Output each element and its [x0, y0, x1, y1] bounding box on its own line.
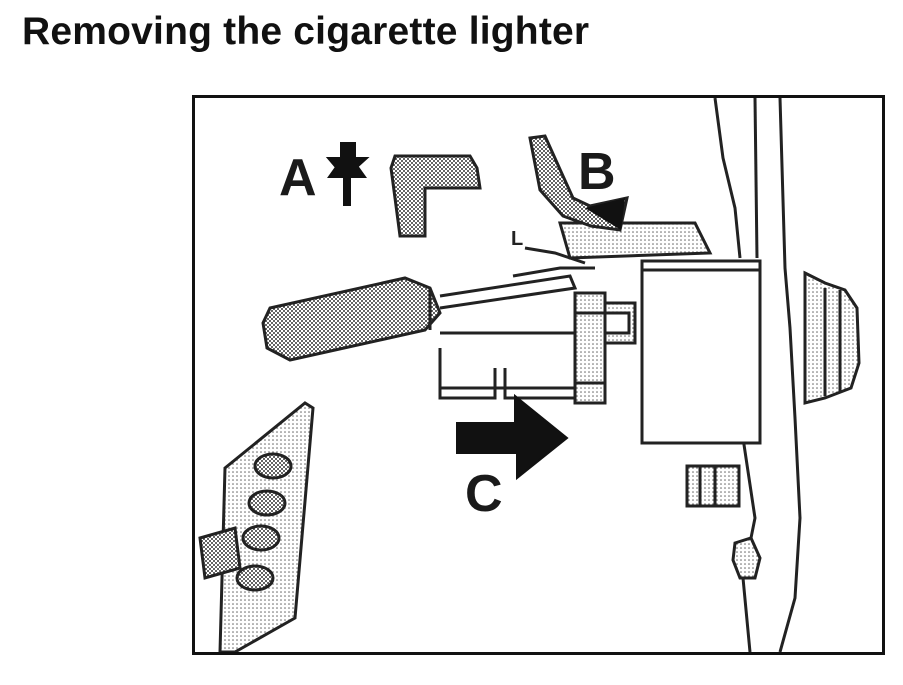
- callout-a: A: [279, 149, 317, 207]
- illustration-drawing: [198, 98, 861, 652]
- socket-assembly: [438, 291, 607, 405]
- switch-panel: [198, 401, 315, 652]
- lighter-knob: [803, 270, 861, 405]
- callout-b: B: [578, 143, 616, 201]
- callout-c: C: [465, 465, 503, 523]
- screwdriver: [261, 274, 578, 362]
- arrow-a-icon: [325, 142, 370, 206]
- arrow-c-icon: [456, 393, 569, 481]
- spring-clip: [512, 221, 713, 278]
- mounting-tab: [685, 464, 762, 580]
- removal-illustration: A B C L: [192, 95, 885, 655]
- lighter-housing: [598, 259, 762, 445]
- arrow-b-icon: [528, 134, 629, 232]
- cover-bracket: [389, 154, 482, 238]
- page-title: Removing the cigarette lighter: [22, 10, 590, 53]
- callout-l: L: [511, 228, 524, 250]
